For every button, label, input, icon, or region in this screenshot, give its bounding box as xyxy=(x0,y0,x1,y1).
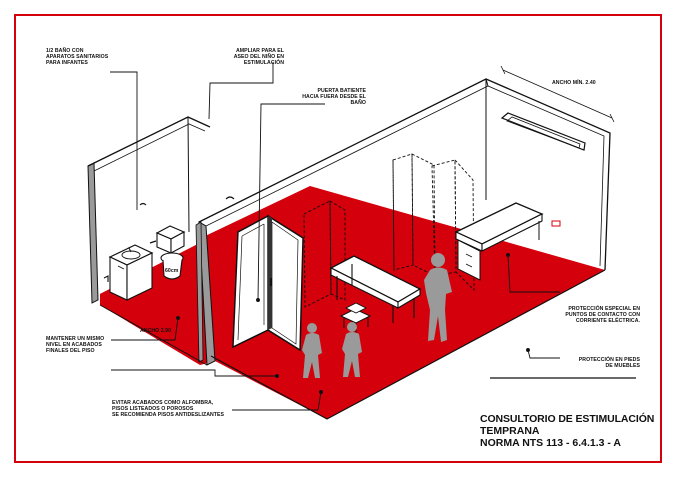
adult-silhouette xyxy=(424,253,452,342)
annotation-bath-height: AMPLIAR PARA EL ASEO DEL NIÑO EN ESTIMUL… xyxy=(233,48,284,67)
child-silhouette xyxy=(302,323,322,378)
annotation-small-dim: 60cm xyxy=(165,268,179,274)
annotation-bath-door: PUERTA BATIENTE HACIA FUERA DESDE EL BAÑ… xyxy=(302,88,366,107)
drawing-norm: NORMA NTS 113 - 6.4.1.3 - A xyxy=(480,437,622,449)
child-silhouette-2 xyxy=(342,322,362,377)
annotation-furniture: PROTECCIÓN EN PIEDS DE MUEBLES xyxy=(578,357,640,370)
grab-bar-icon xyxy=(225,196,235,200)
annotation-accessory-dim: ANCHO 2.90 xyxy=(140,328,172,334)
dashed-cabinet xyxy=(303,200,346,308)
leader-lines xyxy=(110,62,636,411)
bath-left-wall xyxy=(87,162,99,304)
outlet-icon xyxy=(551,220,561,227)
main-back-wall xyxy=(198,78,611,271)
annotation-electrical: PROTECCIÓN ESPECIAL EN PUNTOS DE CONTACT… xyxy=(565,306,640,325)
partition-wall xyxy=(198,221,216,366)
front-edge xyxy=(210,269,606,420)
sheet-border xyxy=(14,14,662,463)
toilet xyxy=(155,225,186,280)
window xyxy=(500,112,586,151)
drawing-title-block: CONSULTORIO DE ESTIMULACIÓN TEMPRANA NOR… xyxy=(480,413,654,450)
sink xyxy=(108,244,154,301)
annotation-floor-finish: EVITAR ACABADOS COMO ALFOMBRA, PISOS LIS… xyxy=(112,400,225,419)
annotation-floor-level: MANTENER UN MISMO NIVEL EN ACABADOS FINA… xyxy=(46,336,105,355)
desk xyxy=(454,202,544,281)
folding-screen xyxy=(392,153,475,292)
drawing-subtitle: TEMPRANA xyxy=(480,425,540,437)
bath-back-wall xyxy=(87,116,211,167)
annotation-min-width: ANCHO MÍN. 2.40 xyxy=(552,80,596,86)
annotation-half-bath: 1/2 BAÑO CON APARATOS SANITARIOS PARA IN… xyxy=(46,48,109,67)
bath-floor xyxy=(100,245,213,356)
drawing-title: CONSULTORIO DE ESTIMULACIÓN xyxy=(480,413,655,425)
exam-table xyxy=(329,255,422,323)
